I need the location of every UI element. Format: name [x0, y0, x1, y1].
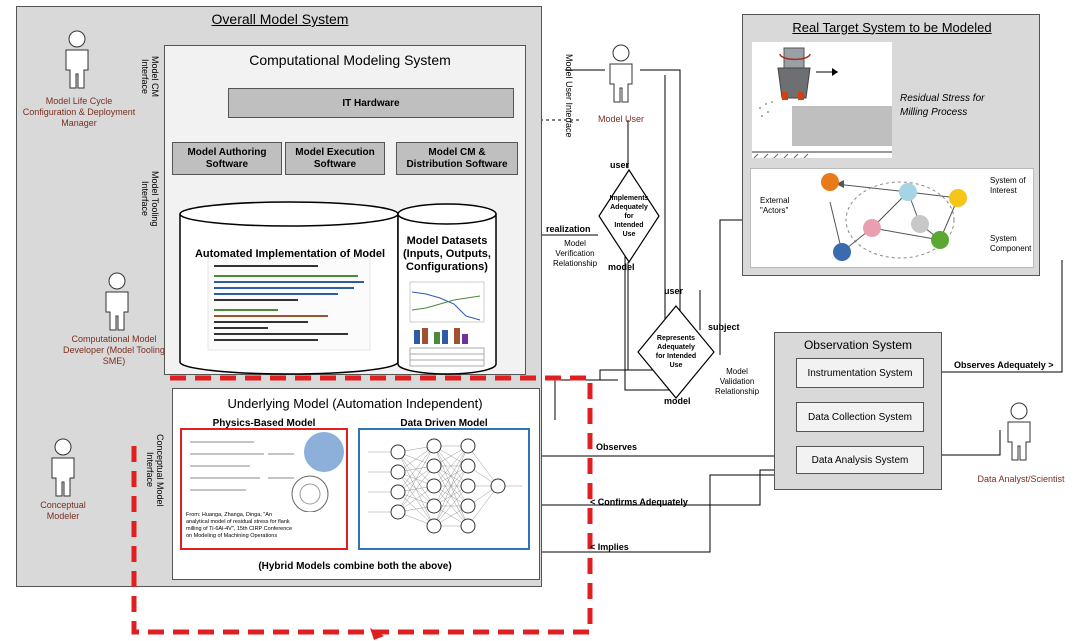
it-hardware-box: IT Hardware: [228, 88, 514, 118]
milling-tool-illustration: [752, 42, 892, 158]
physics-based-model-title: Physics-Based Model: [212, 417, 316, 429]
implements-adequately-diamond: [598, 168, 660, 264]
represents-adequately-diamond: [637, 305, 715, 399]
person-icon-lifecycle-manager: [65, 30, 89, 89]
label-validation-relationship: Model Validation Relationship: [714, 367, 760, 396]
physics-citation: From: Huanga, Zhanga, Dinga, "An analyti…: [186, 512, 293, 539]
data-analyst-label: Data Analyst/Scientist: [977, 474, 1065, 484]
observation-system-title: Observation System: [803, 338, 913, 352]
model-user-interface-label: Model User Interface: [564, 54, 574, 138]
model-datasets-cylinder: [397, 203, 497, 375]
model-authoring-software-box: Model Authoring Software: [172, 142, 282, 175]
data-collection-system-box: Data Collection System: [796, 402, 924, 432]
implements-adequately-label: Implements Adequately for Intended Use: [609, 194, 649, 238]
automated-implementation-label: Automated Implementation of Model: [194, 248, 386, 260]
lifecycle-manager-label: Model Life Cycle Configuration & Deploym…: [22, 96, 136, 128]
label-confirms-adequately: < Confirms Adequately: [590, 497, 688, 507]
label-observes: Observes: [596, 442, 638, 452]
label-model-2: model: [664, 396, 691, 406]
neural-network-figure: [368, 438, 522, 534]
person-icon-data-analyst: [1007, 402, 1031, 461]
label-realization: realization: [546, 224, 591, 234]
label-implies: < Implies: [590, 542, 629, 552]
data-driven-model-title: Data Driven Model: [400, 417, 488, 429]
model-datasets-label: Model Datasets (Inputs, Outputs, Configu…: [403, 234, 491, 273]
person-icon-model-developer: [105, 272, 129, 331]
system-component-label: System Component: [990, 234, 1032, 253]
instrumentation-system-box: Instrumentation System: [796, 358, 924, 388]
represents-adequately-label: Represents Adequately for Intended Use: [655, 335, 697, 369]
model-user-label: Model User: [597, 114, 644, 124]
overall-model-system-title: Overall Model System: [211, 11, 349, 27]
automated-implementation-cylinder: [179, 201, 399, 375]
model-tooling-interface-label: Model Tooling Interface: [140, 171, 160, 227]
person-icon-conceptual-modeler: [51, 438, 75, 497]
real-target-system-title: Real Target System to be Modeled: [792, 19, 992, 35]
conceptual-model-interface-label: Conceptual Model Interface: [145, 433, 165, 507]
label-user-1: user: [610, 160, 630, 170]
highlight-dashed-outline: [131, 375, 593, 640]
person-icon-model-user: [609, 44, 633, 103]
physics-equations-figure: [190, 432, 344, 512]
system-network-graph: [821, 173, 967, 261]
model-developer-label: Computational Model Developer (Model Too…: [63, 334, 165, 366]
conceptual-modeler-label: Conceptual Modeler: [40, 500, 86, 521]
label-observes-adequately: Observes Adequately >: [954, 360, 1054, 370]
residual-stress-label: Residual Stress for Milling Process: [900, 93, 985, 118]
cms-title: Computational Modeling System: [249, 52, 451, 68]
label-verification-relationship: Model Verification Relationship: [552, 239, 598, 268]
underlying-model-title: Underlying Model (Automation Independent…: [227, 395, 483, 411]
label-user-2: user: [664, 286, 684, 296]
data-analysis-system-box: Data Analysis System: [796, 446, 924, 474]
model-cm-interface-label: Model CM Interface: [140, 56, 160, 98]
hybrid-models-note: (Hybrid Models combine both the above): [258, 560, 452, 572]
external-actors-label: External "Actors": [760, 196, 790, 215]
system-of-interest-label: System of Interest: [990, 176, 1026, 195]
model-execution-software-box: Model Execution Software: [285, 142, 385, 175]
system-of-interest-figure: [750, 168, 1034, 268]
label-subject: subject: [708, 322, 740, 332]
model-cm-distribution-software-box: Model CM & Distribution Software: [396, 142, 518, 175]
label-model-1: model: [608, 262, 635, 272]
